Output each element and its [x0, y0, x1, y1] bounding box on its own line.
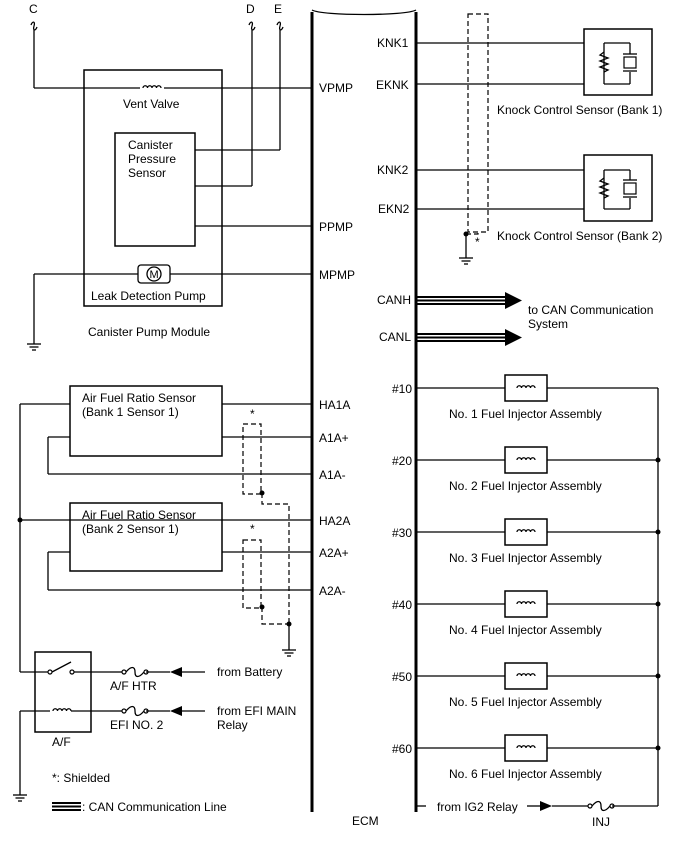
injector-1-label: No. 1 Fuel Injector Assembly — [449, 407, 602, 421]
pin-30: #30 — [392, 526, 412, 540]
fuse-icon — [121, 666, 149, 678]
af-heater-bus — [17, 403, 70, 672]
pressure-sensor-line2: Pressure — [128, 152, 176, 166]
can-label-2: System — [528, 317, 568, 331]
connector-c-label: C — [29, 2, 38, 16]
pin-mpmp: MPMP — [319, 268, 355, 282]
shield-star-2: * — [250, 522, 255, 536]
can-label-1: to CAN Communication — [528, 303, 653, 317]
ground-icon — [458, 257, 474, 265]
injector-6-label: No. 6 Fuel Injector Assembly — [449, 767, 602, 781]
pin-50: #50 — [392, 670, 412, 684]
ground-icon — [281, 649, 297, 657]
pin-ppmp: PPMP — [319, 220, 353, 234]
pin-knk2: KNK2 — [377, 163, 409, 177]
af-sensor-bank1: Air Fuel Ratio Sensor (Bank 1 Sensor 1) … — [47, 385, 312, 495]
pin-canh: CANH — [377, 293, 411, 307]
pin-20: #20 — [392, 454, 412, 468]
from-ig2-label: from IG2 Relay — [437, 800, 518, 814]
ground-icon — [12, 794, 28, 802]
af-relay: A/F — [12, 651, 110, 802]
af-htr-label: A/F HTR — [110, 679, 157, 693]
from-efi-main-label: from EFI MAIN — [217, 704, 296, 718]
knock-bank1-label: Knock Control Sensor (Bank 1) — [497, 103, 662, 117]
pin-a1a-plus: A1A+ — [319, 431, 349, 445]
canister-pump-module: Vent Valve Canister Pressure Sensor M Le… — [26, 69, 312, 351]
pin-a1a-minus: A1A- — [319, 468, 346, 482]
pin-ekn2: EKN2 — [378, 202, 410, 216]
af-sensor-1-line2: (Bank 1 Sensor 1) — [82, 405, 179, 419]
af-sensor-bank2: Air Fuel Ratio Sensor (Bank 2 Sensor 1) … — [20, 502, 312, 609]
pump-motor-icon — [146, 266, 162, 282]
pin-60: #60 — [392, 742, 412, 756]
vent-valve-label: Vent Valve — [123, 97, 180, 111]
injector-2: No. 2 Fuel Injector Assembly — [416, 446, 661, 493]
injector-power-bus: from IG2 Relay INJ — [416, 388, 659, 829]
shield-star-3: * — [475, 235, 480, 249]
can-lines: to CAN Communication System — [416, 292, 653, 346]
connector-d: D — [246, 2, 256, 186]
ecm-right-pins: KNK1 EKNK KNK2 EKN2 CANH CANL #10 #20 #3… — [376, 36, 412, 756]
pump-motor-symbol: M — [150, 269, 159, 281]
injector-3-label: No. 3 Fuel Injector Assembly — [449, 551, 602, 565]
legend-can-line: : CAN Communication Line — [82, 800, 227, 814]
injector-6: No. 6 Fuel Injector Assembly — [416, 734, 661, 781]
leak-pump-label: Leak Detection Pump — [91, 289, 206, 303]
connector-c: C — [29, 2, 38, 88]
knock-sensor-bank1: Knock Control Sensor (Bank 1) — [416, 28, 662, 117]
ground-icon — [26, 343, 42, 351]
relay-label: A/F — [52, 735, 71, 749]
pin-eknk: EKNK — [376, 78, 409, 92]
af-htr-fuse-circuit: A/F HTR from Battery — [110, 665, 282, 693]
connector-e-label: E — [274, 2, 282, 16]
efi-no2-fuse-circuit: EFI NO. 2 from EFI MAIN Relay — [110, 704, 296, 732]
ecm-left-pins: VPMP PPMP MPMP HA1A A1A+ A1A- HA2A A2A+ … — [319, 81, 355, 598]
pin-a2a-minus: A2A- — [319, 584, 346, 598]
module-label: Canister Pump Module — [88, 325, 210, 339]
injector-4-label: No. 4 Fuel Injector Assembly — [449, 623, 602, 637]
af-sensor-2-line1: Air Fuel Ratio Sensor — [82, 508, 196, 522]
pressure-sensor-line1: Canister — [128, 138, 173, 152]
fuse-icon — [121, 705, 149, 717]
inj-fuse-label: INJ — [592, 815, 610, 829]
pressure-sensor-line3: Sensor — [128, 166, 166, 180]
knock-sensor-bank2: Knock Control Sensor (Bank 2) — [416, 154, 662, 243]
pin-knk1: KNK1 — [377, 36, 409, 50]
efi-no2-label: EFI NO. 2 — [110, 718, 164, 732]
af-sensor-2-line2: (Bank 2 Sensor 1) — [82, 522, 179, 536]
pin-10: #10 — [392, 382, 412, 396]
legend-shielded: *: Shielded — [52, 771, 110, 785]
pin-ha1a: HA1A — [319, 398, 350, 412]
pin-a2a-plus: A2A+ — [319, 546, 349, 560]
ecm-label: ECM — [352, 814, 379, 828]
connector-e: E — [274, 2, 284, 150]
pin-40: #40 — [392, 598, 412, 612]
knock-shield: * — [458, 13, 489, 265]
injector-3: No. 3 Fuel Injector Assembly — [416, 518, 661, 565]
from-efi-main-label-2: Relay — [217, 718, 248, 732]
pin-ha2a: HA2A — [319, 514, 350, 528]
knock-bank2-label: Knock Control Sensor (Bank 2) — [497, 229, 662, 243]
injector-1: No. 1 Fuel Injector Assembly — [416, 374, 658, 421]
fuse-icon — [587, 800, 615, 812]
injector-5-label: No. 5 Fuel Injector Assembly — [449, 695, 602, 709]
from-battery-label: from Battery — [217, 665, 282, 679]
injector-4: No. 4 Fuel Injector Assembly — [416, 590, 661, 637]
shield-star-1: * — [250, 407, 255, 421]
connector-d-label: D — [246, 2, 255, 16]
legend: *: Shielded : CAN Communication Line — [52, 771, 227, 814]
ecm-block: ECM — [310, 9, 418, 828]
pin-canl: CANL — [379, 330, 411, 344]
injector-2-label: No. 2 Fuel Injector Assembly — [449, 479, 602, 493]
shield-drain — [259, 490, 297, 657]
injector-5: No. 5 Fuel Injector Assembly — [416, 662, 661, 709]
pin-vpmp: VPMP — [319, 81, 353, 95]
af-sensor-1-line1: Air Fuel Ratio Sensor — [82, 391, 196, 405]
